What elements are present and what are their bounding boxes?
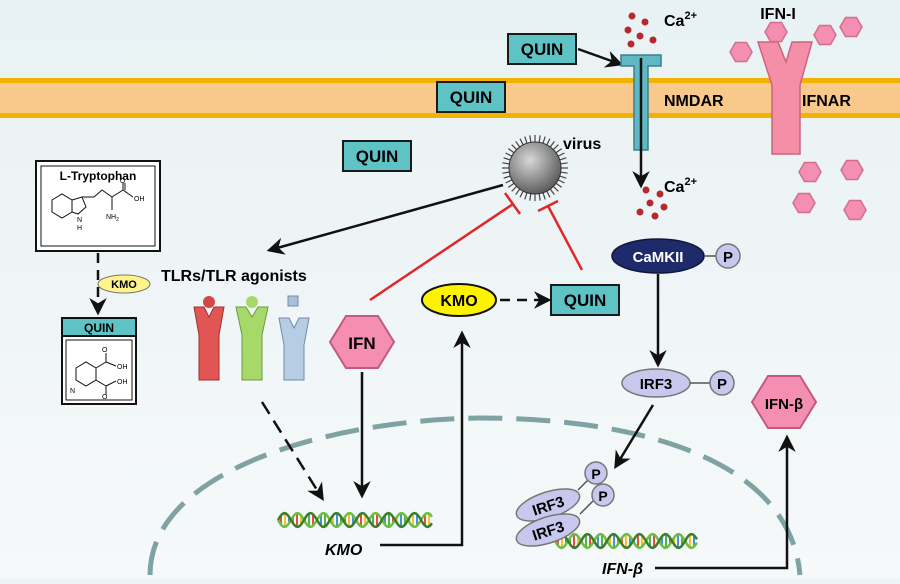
- ifn-i-molecules: [729, 16, 867, 221]
- tryptophan-atom-n: N: [77, 217, 82, 224]
- tryptophan-atom-h: H: [77, 225, 82, 232]
- quin-atom-o1: O: [102, 347, 108, 354]
- quin-membrane-box: QUIN: [436, 81, 506, 113]
- quin-product-label: QUIN: [564, 291, 607, 310]
- irf3-protein: IRF3: [621, 368, 691, 398]
- kmo-small-label: KMO: [111, 279, 137, 291]
- arrow-quin-to-nmdar: [577, 47, 624, 68]
- kmo-dna-helix: [276, 511, 433, 529]
- ifn-beta-dna-helix: [553, 532, 699, 550]
- tryptophan-atom-oh: OH: [134, 196, 145, 203]
- ifn-i-hexagon: [843, 199, 867, 221]
- tlrs-label: TLRs/TLR agonists: [161, 268, 307, 285]
- arrow-irf3-to-dimer: [614, 404, 655, 469]
- quin-molecule-drawing: [75, 353, 117, 395]
- irf3-phosphate: P: [709, 370, 735, 396]
- quin-structure-title: QUIN: [84, 321, 114, 335]
- ifn-beta-gene-label: IFN-β: [602, 561, 643, 578]
- quin-atom-o2: O: [102, 394, 108, 401]
- quin-structure-box: QUIN O OH OH O N: [61, 317, 137, 405]
- arrow-kmo-gene-to-kmo: [380, 330, 471, 547]
- nmdar-label: NMDAR: [664, 93, 724, 110]
- tryptophan-atom-nh2: NH2: [106, 214, 119, 223]
- quin-atom-oh1: OH: [117, 364, 128, 371]
- calcium-dots-bottom: [636, 186, 668, 220]
- ifn-i-hexagon: [839, 16, 863, 38]
- ifn-label: IFN: [348, 334, 375, 353]
- tryptophan-structure-box: L-Tryptophan O OH NH2 N H: [35, 160, 161, 252]
- kmo-enzyme: KMO: [421, 283, 497, 317]
- tryptophan-title: L-Tryptophan: [60, 169, 137, 183]
- kmo-label: KMO: [440, 293, 477, 310]
- quin-atom-n: N: [70, 388, 75, 395]
- quin-extracellular-box: QUIN: [507, 33, 577, 65]
- ifn-i-label: IFN-I: [760, 6, 796, 23]
- kmo-gene-label: KMO: [325, 542, 363, 559]
- ifnar-label: IFNAR: [802, 93, 851, 110]
- ifn-i-hexagon: [798, 161, 822, 183]
- quin-cytoplasm-label: QUIN: [356, 147, 399, 166]
- tlr-receptor-green: [235, 296, 269, 381]
- arrow-ifn-beta-gene-to-protein: [655, 434, 796, 570]
- nmdar-channel: [620, 54, 662, 189]
- camkii-phospho-label: P: [723, 249, 733, 266]
- ifn-i-hexagon: [840, 159, 864, 181]
- irf3-dimer: IRF3 IRF3 P P: [515, 461, 615, 547]
- nucleus-envelope: [147, 415, 803, 576]
- camkii-label: CaMKII: [633, 249, 684, 266]
- quin-atom-oh2: OH: [117, 379, 128, 386]
- calcium-top-label: Ca2+: [664, 10, 697, 30]
- virus-particle: [502, 135, 568, 201]
- ifn-i-hexagon: [792, 192, 816, 214]
- ifn-i-hexagon: [764, 21, 788, 43]
- quin-extracellular-label: QUIN: [521, 40, 564, 59]
- tryptophan-atom-o: O: [120, 178, 126, 185]
- ifn-i-hexagon: [729, 41, 753, 63]
- camkii-kinase: CaMKII: [611, 238, 705, 274]
- ifnar-receptor: [756, 41, 813, 155]
- inhibition-quin-virus: [537, 199, 584, 271]
- irf3-phospho-label: P: [717, 376, 727, 393]
- ifn-beta-label: IFN-β: [765, 396, 803, 413]
- calcium-dots-top: [624, 12, 657, 48]
- quin-product-box: QUIN: [550, 284, 620, 316]
- ifn-hexagon: IFN: [328, 315, 396, 369]
- kmo-small-enzyme: KMO: [97, 274, 151, 294]
- arrow-tlrs-to-kmo-gene: [260, 401, 324, 501]
- camkii-phosphate: P: [715, 243, 741, 269]
- dimer-phospho-top-label: P: [591, 466, 600, 482]
- irf3-label: IRF3: [640, 376, 673, 393]
- ifn-i-hexagon: [813, 24, 837, 46]
- tlr-receptor-red: [193, 296, 225, 381]
- virus-label: virus: [563, 136, 601, 153]
- calcium-bottom-label: Ca2+: [664, 176, 697, 196]
- tlr-receptor-blue: [278, 295, 310, 381]
- dimer-phospho-bottom-label: P: [598, 488, 607, 504]
- tryptophan-molecule-drawing: [51, 183, 134, 219]
- quin-membrane-label: QUIN: [450, 88, 493, 107]
- ifn-beta-hexagon: IFN-β: [750, 375, 818, 429]
- inhibition-ifn-virus: [369, 192, 522, 302]
- quin-cytoplasm-box: QUIN: [342, 140, 412, 172]
- arrow-virus-to-tlrs: [266, 183, 504, 255]
